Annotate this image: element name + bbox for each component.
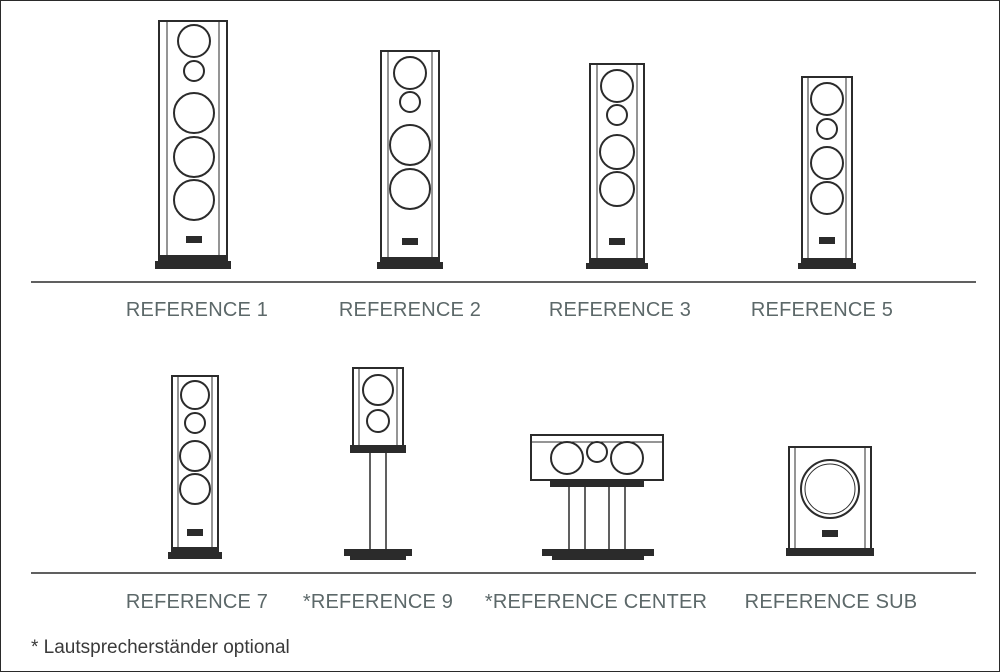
speaker-reference-2 (377, 50, 443, 269)
label-reference-sub: REFERENCE SUB (744, 591, 918, 613)
speaker-reference-7 (168, 375, 222, 559)
label-reference-5: REFERENCE 5 (750, 299, 894, 321)
speaker-reference-3 (586, 63, 648, 269)
speaker-reference-5 (798, 76, 856, 269)
speaker-reference-1 (155, 20, 231, 269)
label-reference-1: REFERENCE 1 (125, 299, 269, 321)
speaker-reference-sub (786, 446, 874, 556)
label-reference-9: *REFERENCE 9 (302, 591, 454, 613)
footnote-stands-optional: * Lautsprecherständer optional (31, 637, 290, 658)
label-reference-7: REFERENCE 7 (125, 591, 269, 613)
label-reference-3: REFERENCE 3 (548, 299, 692, 321)
speaker-reference-center (530, 434, 664, 560)
label-reference-2: REFERENCE 2 (338, 299, 482, 321)
label-reference-center: *REFERENCE CENTER (484, 591, 708, 613)
speaker-reference-9 (344, 367, 412, 560)
